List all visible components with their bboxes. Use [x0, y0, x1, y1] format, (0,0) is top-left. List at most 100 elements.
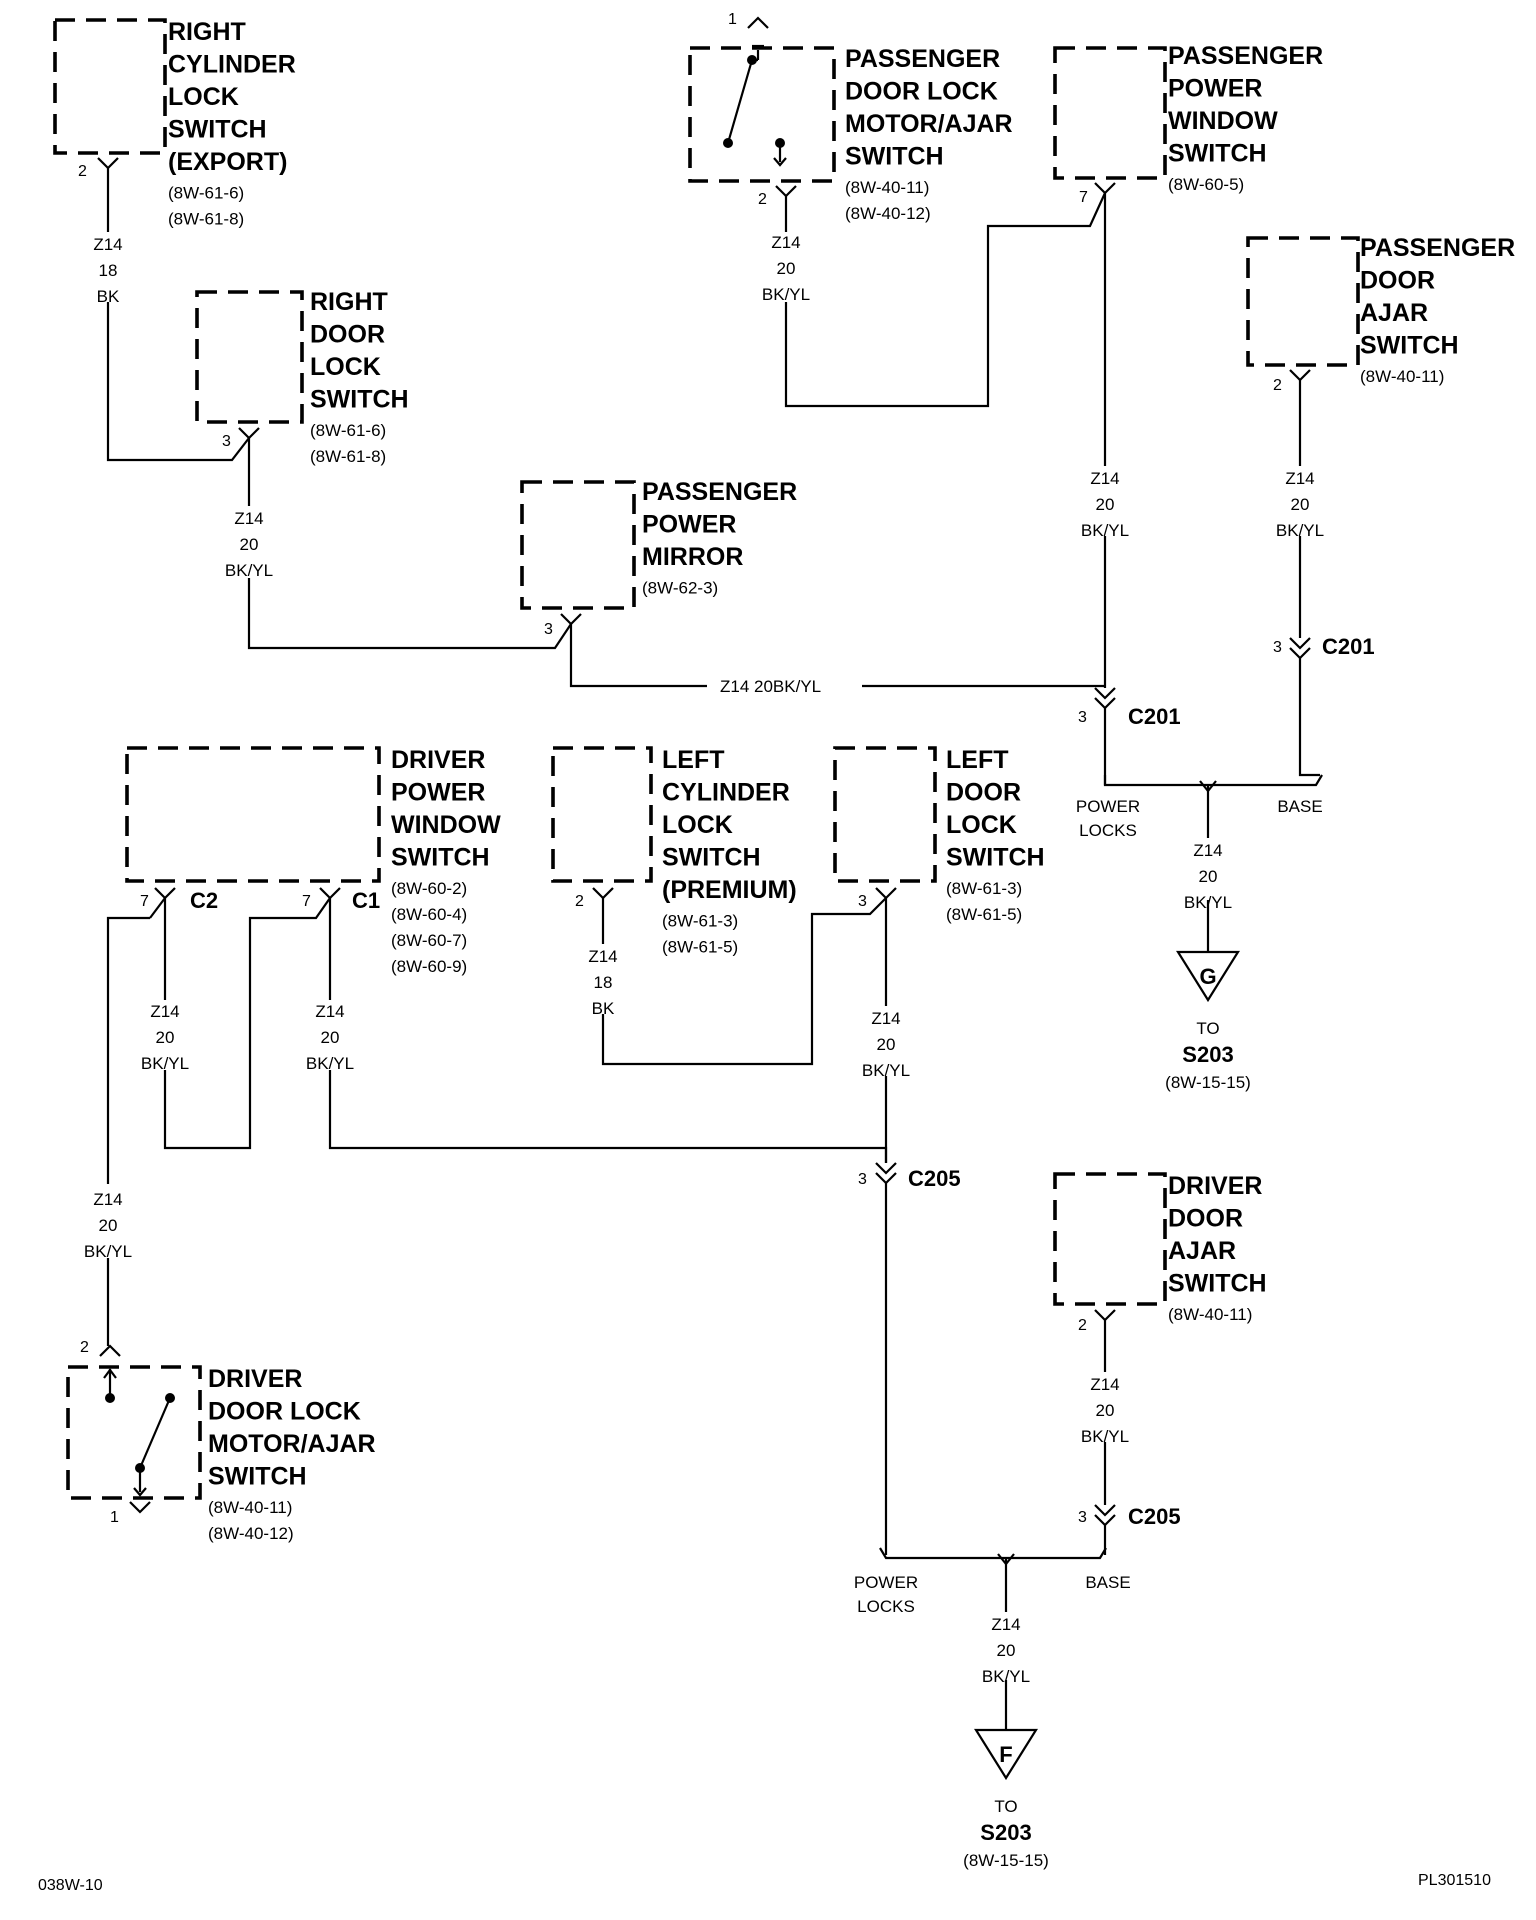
component-name-left-cyl: CYLINDER [662, 779, 790, 807]
connector-name-c1: C1 [352, 888, 380, 913]
wire-label-w3: BK/YL [762, 285, 810, 304]
right-door-lock-switch-box [195, 290, 304, 424]
switch-contact-dot [723, 138, 733, 148]
component-name-driver-window: DRIVER [391, 746, 485, 774]
splice-label-power-locks: LOCKS [1079, 821, 1137, 840]
connector-name-c201: C201 [1128, 704, 1181, 729]
component-name-driver-door-ajar: SWITCH [1168, 1270, 1267, 1298]
switch-contact-dot [747, 55, 757, 65]
connector-name-c205: C205 [1128, 1504, 1181, 1529]
pin-number: 7 [302, 893, 311, 910]
wire-label-w11: BK/YL [84, 1242, 132, 1261]
wire-label-w10: Z14 [871, 1009, 900, 1028]
component-name-right-cyl: RIGHT [168, 18, 246, 46]
wire-label-w1: BK [97, 287, 120, 306]
pin-number: 3 [1078, 709, 1087, 726]
component-name-left-cyl: (PREMIUM) [662, 876, 797, 904]
wire-label-w12: BK/YL [1081, 1427, 1129, 1446]
component-ref-pass-lock-motor: (8W-40-11) [845, 178, 929, 197]
splice-label-power-locks: POWER [854, 1573, 918, 1592]
component-name-pass-door-ajar: DOOR [1360, 267, 1435, 295]
connector-name-c205: C205 [908, 1166, 961, 1191]
component-name-driver-lock-motor: DRIVER [208, 1365, 302, 1393]
pin-number: 3 [858, 893, 867, 910]
ground-ref: (8W-15-15) [1165, 1073, 1251, 1092]
ground-ref: (8W-15-15) [963, 1851, 1049, 1870]
wire-label-w10: 20 [877, 1035, 896, 1054]
component-name-pass-mirror: PASSENGER [642, 478, 797, 506]
component-ref-pass-mirror: (8W-62-3) [642, 579, 718, 598]
pin-number: 3 [1273, 639, 1282, 656]
ground-destination: S203 [1182, 1042, 1233, 1067]
component-name-driver-door-ajar: AJAR [1168, 1237, 1236, 1265]
wire-label-w12: 20 [1096, 1401, 1115, 1420]
wire-label-w2: BK/YL [225, 561, 273, 580]
left-door-lock-switch-box [833, 746, 937, 883]
component-name-right-cyl: CYLINDER [168, 51, 296, 79]
ground-destination: S203 [980, 1820, 1031, 1845]
wire-label-w8: 20 [321, 1028, 340, 1047]
component-name-pass-door-ajar: SWITCH [1360, 332, 1459, 360]
component-ref-pass-window: (8W-60-5) [1168, 175, 1244, 194]
wire-label-w13: Z14 [991, 1615, 1020, 1634]
splice-label-base: BASE [1085, 1573, 1130, 1592]
wire-label-w10: BK/YL [862, 1061, 910, 1080]
pin-number: 3 [544, 621, 553, 638]
pin-number: 2 [575, 893, 584, 910]
component-ref-driver-window: (8W-60-4) [391, 905, 467, 924]
wire-label-w6: 20 [1199, 867, 1218, 886]
component-name-driver-window: WINDOW [391, 811, 501, 839]
component-name-pass-lock-motor: PASSENGER [845, 45, 1000, 73]
component-ref-driver-window: (8W-60-2) [391, 879, 467, 898]
wire-label-w2: Z14 [234, 509, 263, 528]
component-name-driver-window: POWER [391, 779, 485, 807]
component-ref-right-cyl: (8W-61-6) [168, 184, 244, 203]
wire-label-w7: BK/YL [141, 1054, 189, 1073]
component-name-pass-window: POWER [1168, 75, 1262, 103]
ground-to-label: TO [994, 1797, 1017, 1816]
component-name-right-door-lock: RIGHT [310, 288, 388, 316]
pin-number: 3 [1078, 1509, 1087, 1526]
pin-number: 1 [110, 1509, 119, 1526]
wire-label-w13: 20 [997, 1641, 1016, 1660]
pin-number: 7 [140, 893, 149, 910]
component-name-left-cyl: SWITCH [662, 844, 761, 872]
footer-right-code: PL301510 [1418, 1872, 1491, 1889]
component-ref-pass-door-ajar: (8W-40-11) [1360, 367, 1444, 386]
wire-label-w8: BK/YL [306, 1054, 354, 1073]
component-name-pass-window: SWITCH [1168, 140, 1267, 168]
component-name-driver-lock-motor: SWITCH [208, 1463, 307, 1491]
component-name-pass-window: WINDOW [1168, 107, 1278, 135]
splice-label-base: BASE [1277, 797, 1322, 816]
component-ref-driver-lock-motor: (8W-40-11) [208, 1498, 292, 1517]
wire-label-w11: 20 [99, 1216, 118, 1235]
connector-name-c2: C2 [190, 888, 218, 913]
wire-label-w13: BK/YL [982, 1667, 1030, 1686]
pin-number: 1 [728, 11, 737, 28]
component-ref-driver-door-ajar: (8W-40-11) [1168, 1305, 1252, 1324]
wire-label-w3: Z14 [771, 233, 800, 252]
pin-number: 7 [1079, 189, 1088, 206]
pin-number: 3 [222, 433, 231, 450]
component-name-pass-window: PASSENGER [1168, 42, 1323, 70]
wire-label-w4: 20 [1096, 495, 1115, 514]
component-name-pass-mirror: MIRROR [642, 543, 743, 571]
component-name-driver-door-ajar: DOOR [1168, 1205, 1243, 1233]
component-name-driver-door-ajar: DRIVER [1168, 1172, 1262, 1200]
passenger-door-ajar-switch-box [1246, 236, 1360, 367]
pin-number: 2 [80, 1339, 89, 1356]
component-name-left-cyl: LEFT [662, 746, 725, 774]
wire-label-w6: Z14 [1193, 841, 1222, 860]
component-name-pass-lock-motor: MOTOR/AJAR [845, 110, 1013, 138]
component-ref-right-door-lock: (8W-61-8) [310, 447, 386, 466]
driver-door-lock-motor-box [66, 1365, 202, 1500]
wire-label-w2: 20 [240, 535, 259, 554]
passenger-door-lock-motor-box [688, 46, 836, 183]
wire-label-w3: 20 [777, 259, 796, 278]
wire-label-w1: 18 [99, 261, 118, 280]
ground-letter: G [1199, 964, 1216, 989]
pin-number: 2 [1078, 1317, 1087, 1334]
component-name-left-door-lock: DOOR [946, 779, 1021, 807]
passenger-power-window-switch-box [1053, 46, 1167, 180]
